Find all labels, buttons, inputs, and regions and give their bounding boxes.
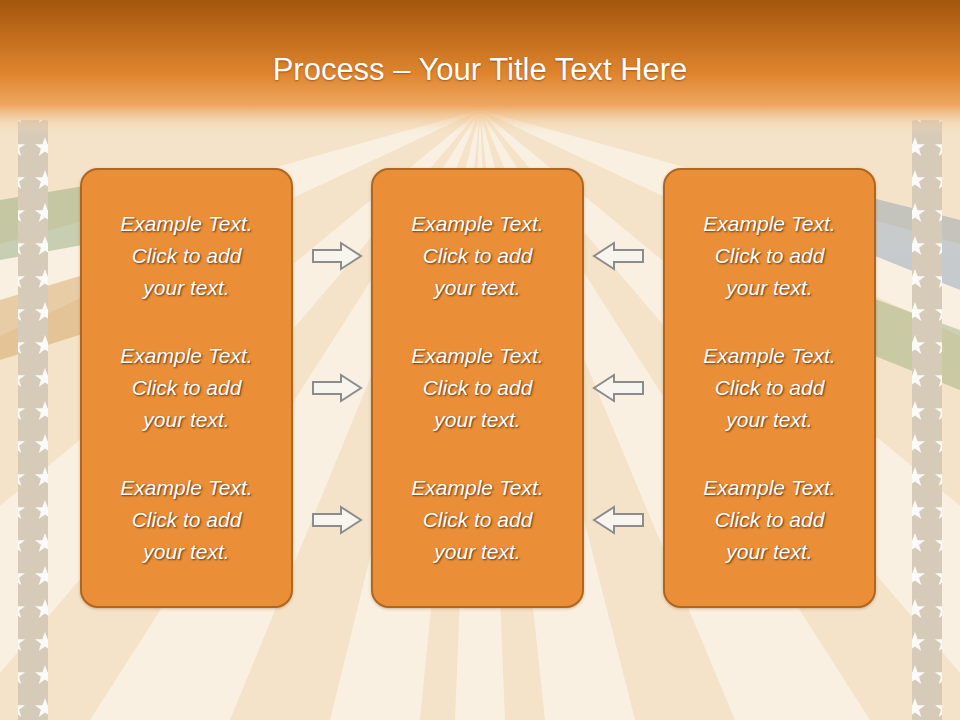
box-text: Example Text. Click to add your text. — [695, 340, 845, 436]
block-arrow — [594, 243, 643, 269]
block-arrow — [313, 507, 361, 533]
process-box: Example Text. Click to add your text. Exa… — [663, 168, 876, 608]
box-text: Example Text. Click to add your text. — [695, 472, 845, 568]
box-text: Example Text. Click to add your text. — [695, 208, 845, 304]
block-arrow — [313, 375, 361, 401]
slide-title: Process – Your Title Text Here — [0, 52, 960, 88]
box-text: Example Text. Click to add your text. — [112, 208, 262, 304]
box-text: Example Text. Click to add your text. — [112, 340, 262, 436]
box-text: Example Text. Click to add your text. — [403, 340, 553, 436]
box-text: Example Text. Click to add your text. — [112, 472, 262, 568]
box-text: Example Text. Click to add your text. — [403, 472, 553, 568]
block-arrow — [594, 507, 643, 533]
process-box: Example Text. Click to add your text. Exa… — [371, 168, 584, 608]
block-arrow — [594, 375, 643, 401]
box-text: Example Text. Click to add your text. — [403, 208, 553, 304]
block-arrow — [313, 243, 361, 269]
process-box: Example Text. Click to add your text. Exa… — [80, 168, 293, 608]
